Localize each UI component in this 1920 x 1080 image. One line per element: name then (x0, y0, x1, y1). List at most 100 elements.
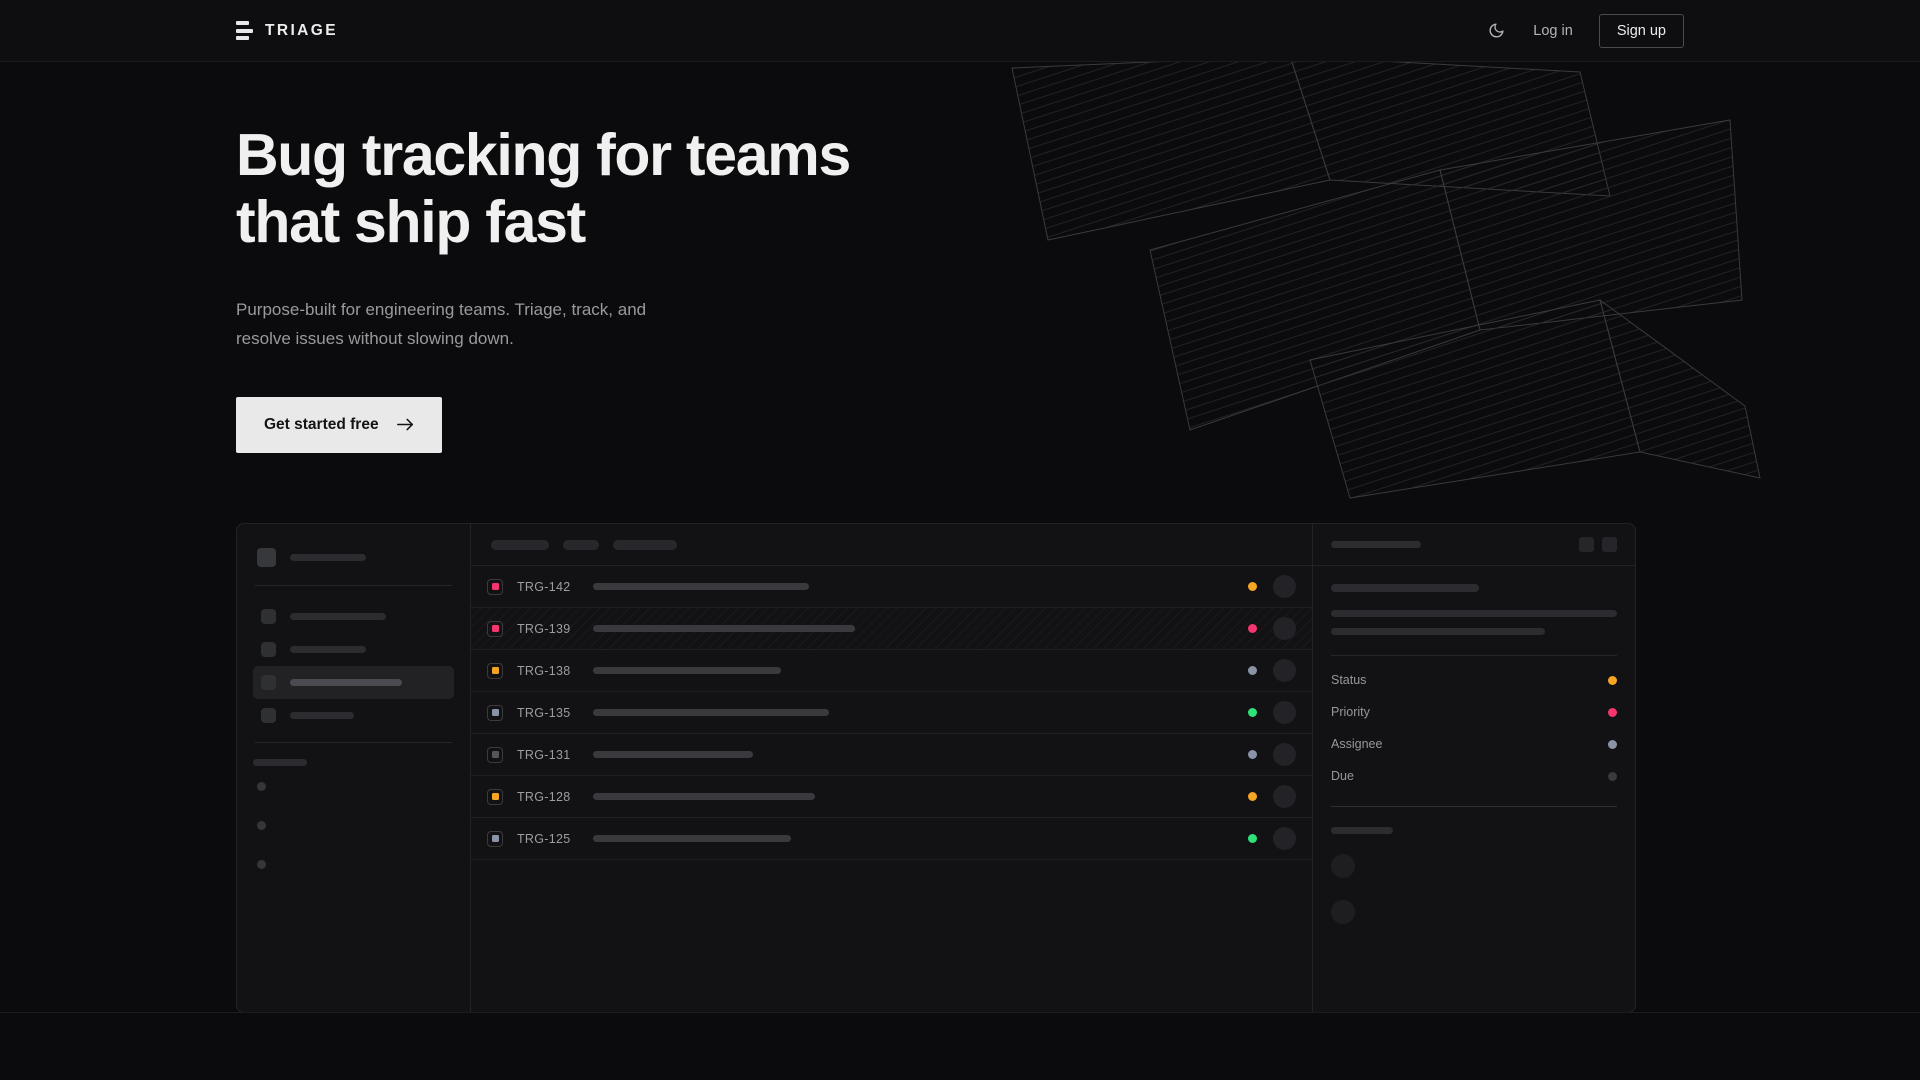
detail-activity-avatars (1331, 854, 1617, 924)
detail-field-priority[interactable]: Priority (1331, 696, 1617, 728)
detail-field-label: Status (1331, 673, 1367, 687)
sidebar-nav-item-label-placeholder (290, 613, 386, 620)
detail-footer-divider (1331, 806, 1617, 807)
issue-row[interactable]: TRG-135 (471, 692, 1312, 734)
issue-status-dot (1248, 750, 1257, 759)
issue-assignee-avatar[interactable] (1273, 743, 1296, 766)
detail-activity-avatar-1[interactable] (1331, 854, 1355, 878)
arrow-right-icon (396, 419, 413, 431)
issue-title-placeholder (593, 709, 829, 716)
hero-subtitle: Purpose-built for engineering teams. Tri… (236, 299, 647, 348)
detail-panel-header (1313, 524, 1635, 566)
issue-id: TRG-139 (517, 621, 571, 636)
detail-field-label: Due (1331, 769, 1354, 783)
detail-field-value-dot (1608, 771, 1617, 781)
detail-field-due[interactable]: Due (1331, 760, 1617, 792)
sidebar-bullet-3[interactable] (257, 860, 266, 869)
sidebar-nav-item-label-placeholder (290, 679, 402, 686)
issue-type-badge (487, 620, 503, 637)
detail-description-placeholder (1331, 610, 1617, 635)
issue-assignee-avatar[interactable] (1273, 617, 1296, 640)
toolbar-filter-pill-3[interactable] (613, 539, 677, 550)
detail-activity-avatar-2[interactable] (1331, 900, 1355, 924)
sidebar-section-label-placeholder (253, 759, 307, 766)
issue-status-dot (1248, 582, 1257, 591)
sidebar-nav-item-4[interactable] (253, 699, 454, 732)
sidebar-divider-bottom (255, 742, 452, 743)
issue-assignee-avatar[interactable] (1273, 575, 1296, 598)
detail-action-icon-2[interactable] (1602, 537, 1617, 552)
issue-row-meta (1248, 785, 1296, 808)
detail-field-assignee[interactable]: Assignee (1331, 728, 1617, 760)
detail-description-line-1 (1331, 610, 1617, 617)
hero-title: Bug tracking for teams that ship fast (236, 122, 851, 256)
detail-field-label: Assignee (1331, 737, 1383, 751)
detail-footer-label-placeholder (1331, 827, 1393, 834)
issue-row[interactable]: TRG-142 (471, 566, 1312, 608)
issue-status-dot (1248, 792, 1257, 801)
issue-list-toolbar (471, 524, 1312, 566)
sidebar-nav-item-icon (261, 642, 276, 657)
issue-row-meta (1248, 659, 1296, 682)
issue-type-badge (487, 788, 503, 805)
sidebar-divider-top (255, 585, 452, 586)
issue-status-dot (1248, 624, 1257, 633)
mockup-sidebar (237, 524, 471, 1012)
sidebar-nav-item-3[interactable] (253, 666, 454, 699)
detail-header-actions (1579, 537, 1617, 552)
issue-row[interactable]: TRG-131 (471, 734, 1312, 776)
issue-row[interactable]: TRG-138 (471, 650, 1312, 692)
issue-assignee-avatar[interactable] (1273, 659, 1296, 682)
workspace-name-placeholder (290, 554, 366, 561)
sidebar-bullet-2[interactable] (257, 821, 266, 830)
issue-row[interactable]: TRG-128 (471, 776, 1312, 818)
get-started-button[interactable]: Get started free (236, 396, 442, 453)
sidebar-nav-item-1[interactable] (253, 600, 454, 633)
hero-section: Bug tracking for teams that ship fast Pu… (236, 122, 851, 453)
page-bottom-divider (0, 1012, 1920, 1013)
sidebar-nav-item-2[interactable] (253, 633, 454, 666)
mockup-sidebar-nav (253, 586, 454, 742)
brand-logo[interactable]: TRIAGE (236, 21, 338, 40)
sidebar-bullet-1[interactable] (257, 782, 266, 791)
login-link[interactable]: Log in (1533, 22, 1573, 39)
detail-field-value-dot (1608, 675, 1617, 685)
issue-title-placeholder (593, 793, 815, 800)
detail-action-icon-1[interactable] (1579, 537, 1594, 552)
moon-icon[interactable] (1485, 20, 1507, 42)
detail-field-label: Priority (1331, 705, 1370, 719)
issue-row-meta (1248, 743, 1296, 766)
issue-status-dot (1248, 666, 1257, 675)
issue-title-placeholder (593, 583, 809, 590)
issue-id: TRG-128 (517, 789, 571, 804)
issue-type-badge (487, 578, 503, 595)
signup-button[interactable]: Sign up (1598, 13, 1684, 48)
detail-description-line-2 (1331, 628, 1545, 635)
issue-row-meta (1248, 827, 1296, 850)
top-navigation-bar: TRIAGE Log in Sign up (0, 0, 1920, 62)
detail-field-status[interactable]: Status (1331, 664, 1617, 696)
toolbar-filter-pill-1[interactable] (491, 539, 549, 550)
sidebar-nav-item-label-placeholder (290, 646, 366, 653)
issue-row[interactable]: TRG-125 (471, 818, 1312, 860)
issue-type-badge (487, 746, 503, 763)
get-started-label: Get started free (264, 415, 379, 433)
toolbar-filter-pill-2[interactable] (563, 539, 599, 550)
sidebar-nav-item-icon (261, 708, 276, 723)
issue-assignee-avatar[interactable] (1273, 785, 1296, 808)
workspace-logo-placeholder (257, 548, 276, 567)
issue-row-meta (1248, 575, 1296, 598)
detail-divider (1331, 655, 1617, 656)
issue-row[interactable]: TRG-139 (471, 608, 1312, 650)
detail-field-value-dot (1608, 739, 1617, 749)
mockup-sidebar-header (253, 542, 454, 585)
triage-bars-icon (236, 21, 253, 40)
sidebar-nav-item-icon (261, 675, 276, 690)
issue-assignee-avatar[interactable] (1273, 701, 1296, 724)
issue-assignee-avatar[interactable] (1273, 827, 1296, 850)
issue-id: TRG-138 (517, 663, 571, 678)
